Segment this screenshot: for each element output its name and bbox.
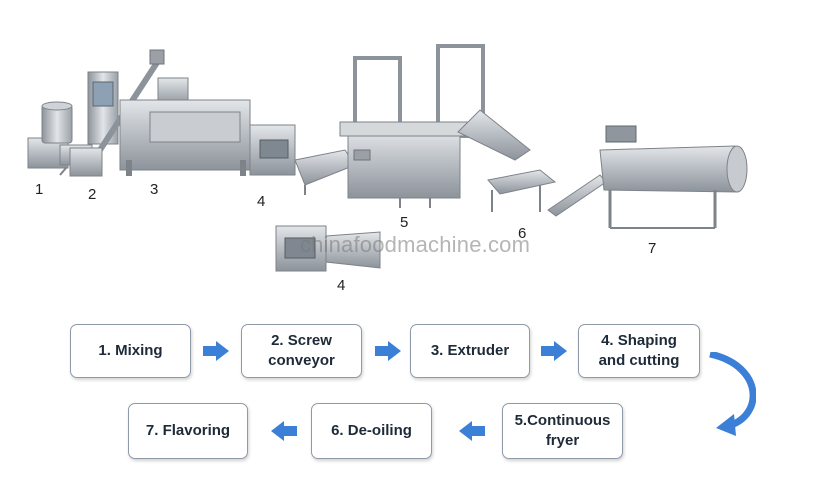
step-shaping-cutting: 4. Shaping and cutting [578, 324, 700, 378]
arrow-left-2 [271, 421, 297, 441]
machine-label-4: 4 [257, 193, 266, 210]
machine-label-5: 5 [400, 214, 409, 231]
arrow-right-3 [541, 341, 567, 361]
cutter-machine-alt-view [275, 225, 381, 272]
arrow-left-1 [459, 421, 485, 441]
machine-label-4-alt: 4 [337, 277, 346, 294]
step-screw-conveyor: 2. Screw conveyor [241, 324, 362, 378]
arrow-curved-down [709, 352, 756, 436]
step-extruder: 3. Extruder [410, 324, 530, 378]
step-de-oiling: 6. De-oiling [311, 403, 432, 459]
step-flavoring: 7. Flavoring [128, 403, 248, 459]
machine-label-1: 1 [35, 181, 44, 198]
arrow-right-1 [203, 341, 229, 361]
step-continuous-fryer: 5.Continuous fryer [502, 403, 623, 459]
machinery-illustration [27, 44, 748, 272]
machine-label-3: 3 [150, 181, 159, 198]
cutter-machine [249, 124, 356, 195]
machine-label-7: 7 [648, 240, 657, 257]
machine-label-2: 2 [88, 186, 97, 203]
watermark: chinafoodmachine.com [299, 232, 531, 257]
machine-label-6: 6 [518, 225, 527, 242]
arrow-right-2 [375, 341, 401, 361]
step-mixing: 1. Mixing [70, 324, 191, 378]
deoiling-machine [487, 169, 607, 217]
fryer-machine [339, 44, 531, 208]
screw-conveyor-machine [69, 49, 165, 177]
flavoring-machine [599, 125, 748, 229]
